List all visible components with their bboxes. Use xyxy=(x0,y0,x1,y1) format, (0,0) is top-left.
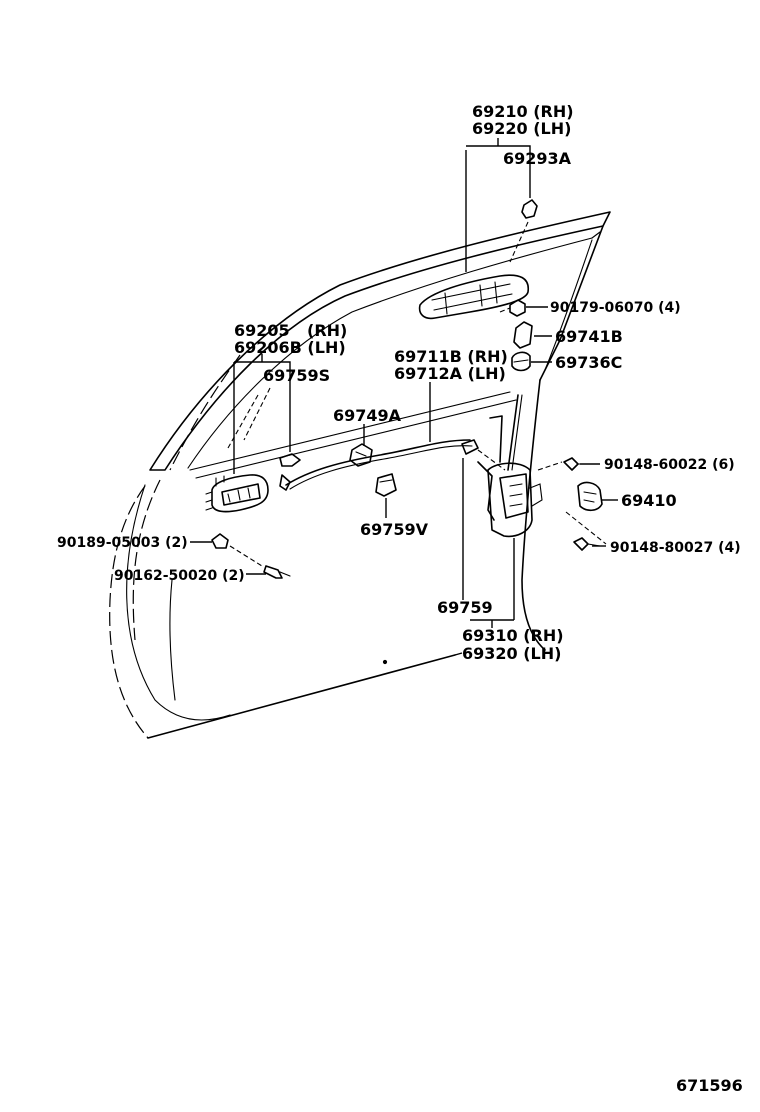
label-cable-rh: 69711B (RH) xyxy=(394,347,508,366)
label-inside-handle-lh: 69206B (LH) xyxy=(234,338,346,357)
label-bolt-a: 90189-05003 (2) xyxy=(57,535,188,551)
label-inside-handle-rh-side: (RH) xyxy=(307,321,347,340)
label-rod-clip-b: 69736C xyxy=(555,353,622,372)
label-lock-rh: 69310 (RH) xyxy=(462,626,564,645)
label-inside-clip: 69759S xyxy=(263,366,330,385)
cable-pad-part xyxy=(375,473,397,497)
label-inside-handle-rh: 69205 xyxy=(234,321,290,340)
label-striker: 69410 xyxy=(621,491,677,510)
label-rod-clip-a: 69741B xyxy=(555,327,623,346)
label-outside-handle-rh: 69210 (RH) xyxy=(472,102,574,121)
label-outside-handle-lh: 69220 (LH) xyxy=(472,119,571,138)
label-cable-pad: 69759V xyxy=(360,520,429,539)
label-lock-lh: 69320 (LH) xyxy=(462,644,561,663)
diagram-ref-number: 671596 xyxy=(676,1076,743,1095)
label-handle-pad: 69293A xyxy=(503,149,572,168)
label-cable-clamp: 69749A xyxy=(333,406,402,425)
door-outline xyxy=(109,211,611,739)
handle-nut-part xyxy=(499,299,526,317)
lock-assembly xyxy=(477,394,563,538)
leader-lines xyxy=(190,138,618,656)
rod-clip-parts xyxy=(511,321,533,372)
inside-clip-part xyxy=(279,453,301,467)
label-cable-lh: 69712A (LH) xyxy=(394,364,506,383)
bolt-parts xyxy=(211,533,291,579)
screw-parts xyxy=(563,457,607,551)
cable-clamp-part xyxy=(349,443,373,467)
label-screw-lower: 90148-80027 (4) xyxy=(610,540,741,556)
handle-pad-part xyxy=(509,199,538,263)
label-lock-clip: 69759 xyxy=(437,598,493,617)
outside-handle xyxy=(418,274,529,320)
label-handle-nut: 90179-06070 (4) xyxy=(550,300,681,316)
inside-handle xyxy=(205,474,269,513)
cable-part xyxy=(279,439,506,491)
striker-part xyxy=(577,481,603,512)
label-screw-b: 90162-50020 (2) xyxy=(114,568,245,584)
label-screw-upper: 90148-60022 (6) xyxy=(604,457,735,473)
